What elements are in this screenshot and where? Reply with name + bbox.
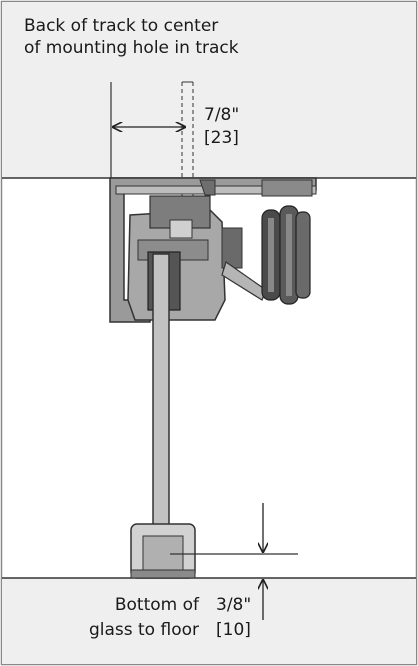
top-note-line2: of mounting hole in track	[24, 38, 239, 58]
roller-wheels	[261, 205, 311, 305]
top-note-line1: Back of track to center	[24, 16, 219, 36]
bottom-note-line1: Bottom of	[114, 595, 199, 615]
floor-band	[2, 578, 416, 664]
ceiling-band	[2, 2, 416, 178]
hole-dimension-metric: [23]	[204, 128, 239, 148]
bottom-floor-guide	[130, 523, 196, 579]
floor-dimension-metric: [10]	[216, 620, 251, 640]
floor-dimension-fraction: 3/8"	[216, 595, 252, 615]
hole-dimension-fraction: 7/8"	[204, 105, 240, 125]
bottom-note-line2: glass to floor	[88, 620, 199, 640]
